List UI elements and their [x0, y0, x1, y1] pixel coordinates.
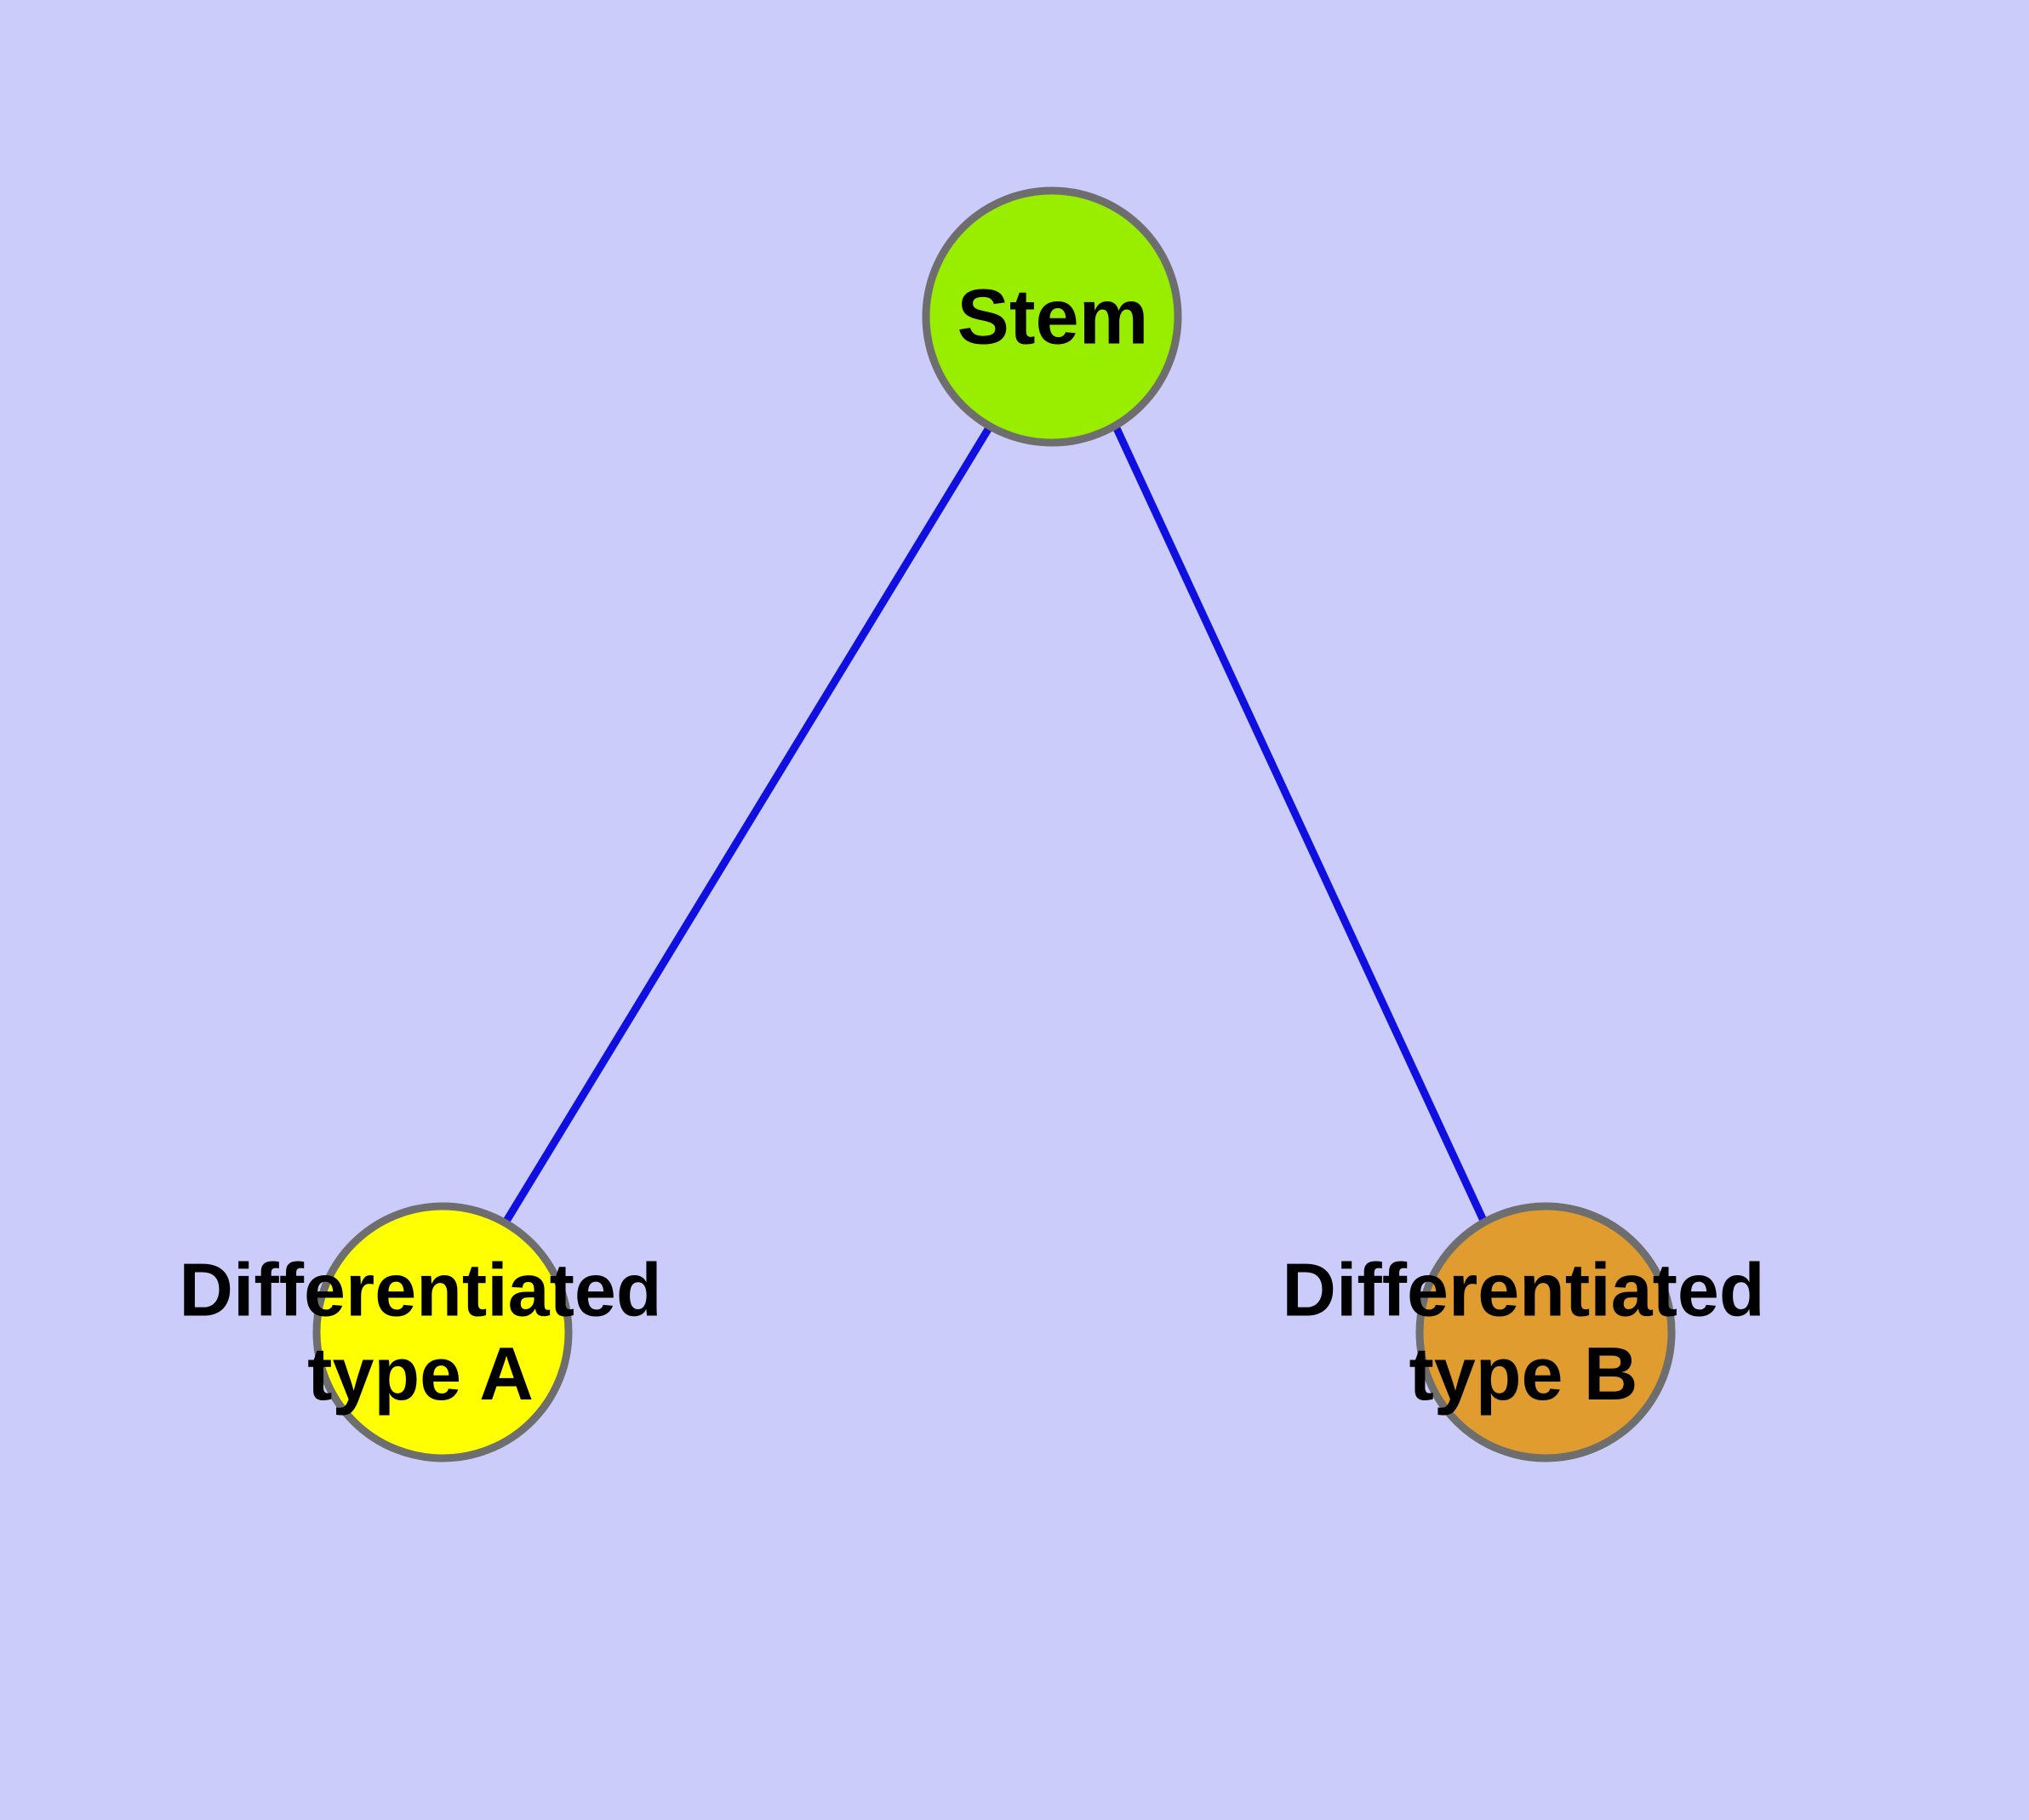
edge-layer	[502, 424, 1489, 1225]
node-differentiated-type-a-circle[interactable]	[312, 1202, 573, 1462]
edge-stem-to-differentiated-type-b[interactable]	[1112, 425, 1489, 1224]
node-differentiated-type-b-circle[interactable]	[1415, 1202, 1676, 1462]
node-stem-label: Stem	[957, 273, 1149, 360]
edge-stem-to-differentiated-type-a[interactable]	[502, 424, 993, 1225]
node-stem-circle[interactable]	[922, 186, 1182, 447]
node-stem[interactable]: Stem	[922, 186, 1182, 447]
